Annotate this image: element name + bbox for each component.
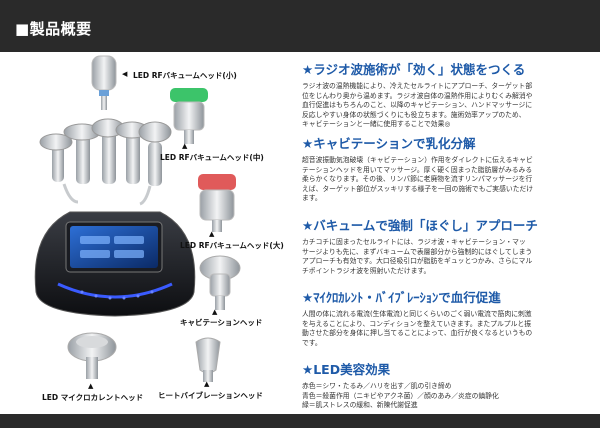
body-line: 人間の体に流れる電流(生体電流)と同じくらいのごく弱い電流で筋肉に刺激: [302, 310, 532, 318]
led-rf-large-head: [198, 174, 236, 232]
section-title: ★ラジオ波施術が「効く」状態をつくる: [302, 62, 526, 77]
body-line: サージよりも先に、まずバキュームで表層部分から強制的にほぐしてしまう: [302, 247, 533, 256]
section-title: ★ﾏｲｸﾛｶﾚﾝﾄ・ﾊﾞｲﾌﾞﾚｰｼｮﾝで血行促進: [302, 290, 501, 305]
svg-text:▲: ▲: [204, 380, 210, 388]
svg-text:▲: ▲: [182, 142, 188, 150]
product-illustration-panel: ◀ ▲ ▲ ▲ ▲ ▲ LED RFバキュームヘッド(小) LED RFバキュー…: [0, 52, 300, 414]
section-microcurrent: ★ﾏｲｸﾛｶﾚﾝﾄ・ﾊﾞｲﾌﾞﾚｰｼｮﾝで血行促進 人間の体に流れる電流(生体電…: [302, 290, 592, 348]
led-rf-medium-head: [170, 88, 208, 144]
body-line: ラジオ波の温熱機能により、冷えたセルライトにアプローチ、ターゲット部: [302, 82, 533, 90]
section-cavitation: ★キャビテーションで乳化分解 超音波振動気泡破壊（キャビテーション）作用をダイレ…: [302, 136, 592, 204]
machine-handpiece-cluster: [39, 118, 172, 206]
label-led-rf-large: LED RFバキュームヘッド(大): [180, 241, 284, 250]
description-panel: ★ラジオ波施術が「効く」状態をつくる ラジオ波の温熱機能により、冷えたセルライト…: [302, 52, 592, 414]
section-body: 超音波振動気泡破壊（キャビテーション）作用をダイレクトに伝えるキャビ テーション…: [302, 156, 592, 204]
body-line: 柔らかくなります。その後、リンパ節に老廃物を流すリンパマッサージを行: [302, 175, 533, 184]
body-line: アプローチも有効です。大口径吸引口が脂肪をギュッとつかみ、さらにマル: [302, 257, 533, 266]
body-line: 赤色＝シワ・たるみ／ハリを出す／肌の引き締め: [302, 382, 452, 390]
section-body: ラジオ波の温熱機能により、冷えたセルライトにアプローチ、ターゲット部 位をじんわ…: [302, 82, 592, 130]
body-line: カチコチに固まったセルライトには、ラジオ波・キャビテーション・マッ: [302, 238, 526, 246]
body-line: 血行促進はもちろんのこと、以降のキャビテーション、ハンドマッサージに: [302, 101, 533, 110]
led-microcurrent-head: [67, 332, 117, 379]
section-led: ★LED美容効果 赤色＝シワ・たるみ／ハリを出す／肌の引き締め 青色＝殺菌作用（…: [302, 362, 592, 411]
body-line: ます。: [302, 194, 322, 203]
cavitation-head: [199, 255, 241, 310]
svg-text:▲: ▲: [209, 230, 215, 238]
section-title: ★キャビテーションで乳化分解: [302, 136, 476, 151]
body-line: 超音波振動気泡破壊（キャビテーション）作用をダイレクトに伝えるキャビ: [302, 156, 533, 164]
machine-body: [34, 211, 196, 317]
label-cavitation: キャビテーションヘッド: [180, 318, 263, 327]
body-line: チポイントラジオ波を照射いただけます。: [302, 266, 431, 275]
label-led-rf-medium: LED RFバキュームヘッド(中): [160, 153, 264, 162]
section-body: 人間の体に流れる電流(生体電流)と同じくらいのごく弱い電流で筋肉に刺激 を与える…: [302, 310, 592, 348]
page-title: ■製品概要: [15, 20, 92, 38]
body-line: キャビテーションと一緒に使用することで効果◎: [302, 120, 451, 129]
section-body: 赤色＝シワ・たるみ／ハリを出す／肌の引き締め 青色＝殺菌作用（ニキビやアクネ菌）…: [302, 382, 592, 411]
label-led-rf-small: LED RFバキュームヘッド(小): [133, 71, 237, 80]
body-line: えば、ターゲット部位がスッキリする様子を一回の施術でもご実感いただけ: [302, 184, 534, 193]
body-line: 青色＝殺菌作用（ニキビやアクネ菌）／顔のあみ／炎症の鎮静化: [302, 391, 499, 400]
body-line: を与えることにより、コンディションを整えていきます。またプルプルと振: [302, 319, 531, 328]
svg-text:◀: ◀: [122, 70, 128, 78]
section-title: ★LED美容効果: [302, 362, 391, 377]
section-body: カチコチに固まったセルライトには、ラジオ波・キャビテーション・マッ サージよりも…: [302, 238, 592, 276]
blue-led-strip: [57, 282, 173, 299]
body-line: 動させた部分を身体に押し当てることによって、血行が良くなるというもの: [302, 329, 533, 338]
section-vacuum: ★バキュームで強制「ほぐし」アプローチ カチコチに固まったセルライトには、ラジオ…: [302, 218, 592, 276]
body-line: 位をじんわり奥から温めます。ラジオ波自体の温熱作用によりむくみ解消や: [302, 91, 533, 100]
body-line: 反応しやすい身体の状態づくりにも役立ちます。施術効率アップのため、: [302, 110, 526, 119]
section-radio-wave: ★ラジオ波施術が「効く」状態をつくる ラジオ波の温熱機能により、冷えたセルライト…: [302, 62, 592, 130]
led-rf-small-head: [91, 55, 117, 110]
svg-text:▲: ▲: [88, 382, 94, 390]
body-line: です。: [302, 338, 322, 347]
heat-vibration-head: [195, 337, 221, 382]
label-heat-vibration: ヒートバイブレーションヘッド: [158, 391, 263, 400]
machine-screen: [70, 226, 158, 268]
section-title: ★バキュームで強制「ほぐし」アプローチ: [302, 218, 538, 233]
body-line: 緑＝肌ストレスの緩和、新陳代謝促進: [302, 401, 418, 410]
svg-text:▲: ▲: [212, 308, 218, 316]
footer-bar: [0, 414, 600, 428]
label-led-microcurrent: LED マイクロカレントヘッド: [42, 393, 144, 402]
body-line: テーションヘッドを用いてマッサージ。厚く硬く固まった脂肪層がみるみる: [302, 165, 533, 174]
header-bar: ■製品概要: [0, 0, 600, 52]
product-illustration: ◀ ▲ ▲ ▲ ▲ ▲: [34, 55, 241, 390]
